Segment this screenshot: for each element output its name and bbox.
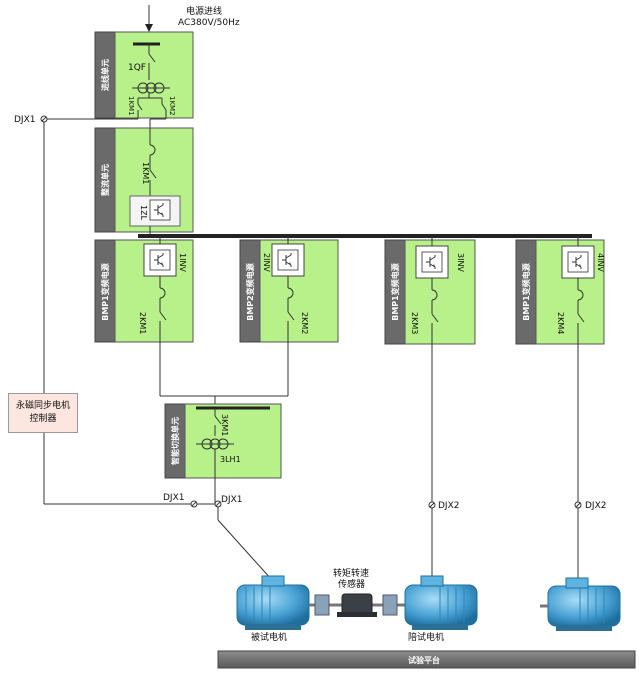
controller-line1: 永磁同步电机 — [15, 401, 70, 411]
inverter-unit-4: BMP1变频电源 4INV 2KM4 — [515, 236, 605, 345]
load-motor-label: 陪试电机 — [408, 631, 444, 643]
load-motor — [404, 575, 478, 630]
sensor-line2: 传感器 — [338, 578, 365, 590]
km-2km3: 2KM3 — [410, 312, 419, 334]
power-spec: AC380V/50Hz — [178, 18, 240, 28]
km-3km1: 3KM1 — [220, 414, 229, 436]
inverter-4-title: BMP1变频电源 — [521, 263, 531, 321]
djx2-b-label: DJX2 — [585, 501, 606, 511]
inverter-2-label: 2INV — [262, 253, 271, 272]
inverter-unit-2: BMP2变频电源 2INV 2KM2 — [239, 236, 339, 343]
km-1km1-incoming: 1KM1 — [127, 96, 135, 116]
inverter-1-label: 1INV — [178, 253, 187, 272]
inverter-3-title: BMP1变频电源 — [390, 263, 400, 321]
power-title: 电源进线 — [186, 5, 222, 17]
km-1km2-incoming: 1KM2 — [168, 96, 176, 116]
inverter-unit-1: BMP1变频电源 1INV 2KM1 — [94, 236, 194, 343]
switching-unit-title: 智能切换单元 — [170, 417, 180, 465]
incoming-unit: 进线单元 1QF 1KM1 1KM2 — [94, 31, 194, 119]
km-1km1-rectifier: 1KM1 — [141, 162, 150, 184]
inverter-2-title: BMP2变频电源 — [245, 263, 255, 321]
inverter-1-title: BMP1变频电源 — [100, 263, 110, 321]
tested-motor-label: 被试电机 — [251, 631, 287, 643]
km-2km4: 2KM4 — [556, 312, 565, 334]
inverter-4-label: 4INV — [596, 253, 605, 272]
spare-motor — [540, 577, 621, 631]
torque-sensor — [337, 593, 377, 617]
lh-3lh1: 3LH1 — [220, 455, 241, 464]
rectifier-unit: 整流单元 1KM1 1ZL — [94, 127, 194, 233]
pmsm-controller-box: 永磁同步电机 控制器 — [8, 393, 78, 433]
rectifier-1zl: 1ZL — [139, 205, 148, 221]
tested-motor — [236, 575, 310, 630]
km-2km2: 2KM2 — [300, 312, 309, 334]
switching-unit: 智能切换单元 3KM1 3LH1 — [164, 403, 282, 479]
djx2-a-label: DJX2 — [438, 501, 459, 511]
inverter-unit-3: BMP1变频电源 3INV 2KM3 — [384, 236, 476, 345]
djx1-top-label: DJX1 — [14, 115, 35, 125]
test-platform — [217, 650, 636, 669]
platform-label: 试验平台 — [408, 655, 440, 665]
incoming-unit-title: 进线单元 — [100, 59, 110, 91]
power-arrow-icon — [145, 24, 153, 32]
inverter-3-label: 3INV — [456, 253, 465, 272]
djx1-right-label: DJX1 — [221, 495, 242, 505]
djx1-left-label: DJX1 — [163, 493, 184, 503]
rectifier-unit-title: 整流单元 — [100, 164, 110, 197]
controller-line2: 控制器 — [29, 414, 57, 424]
km-2km1: 2KM1 — [138, 312, 147, 334]
breaker-1qf: 1QF — [128, 63, 146, 73]
sensor-line1: 转矩转速 — [333, 567, 369, 579]
